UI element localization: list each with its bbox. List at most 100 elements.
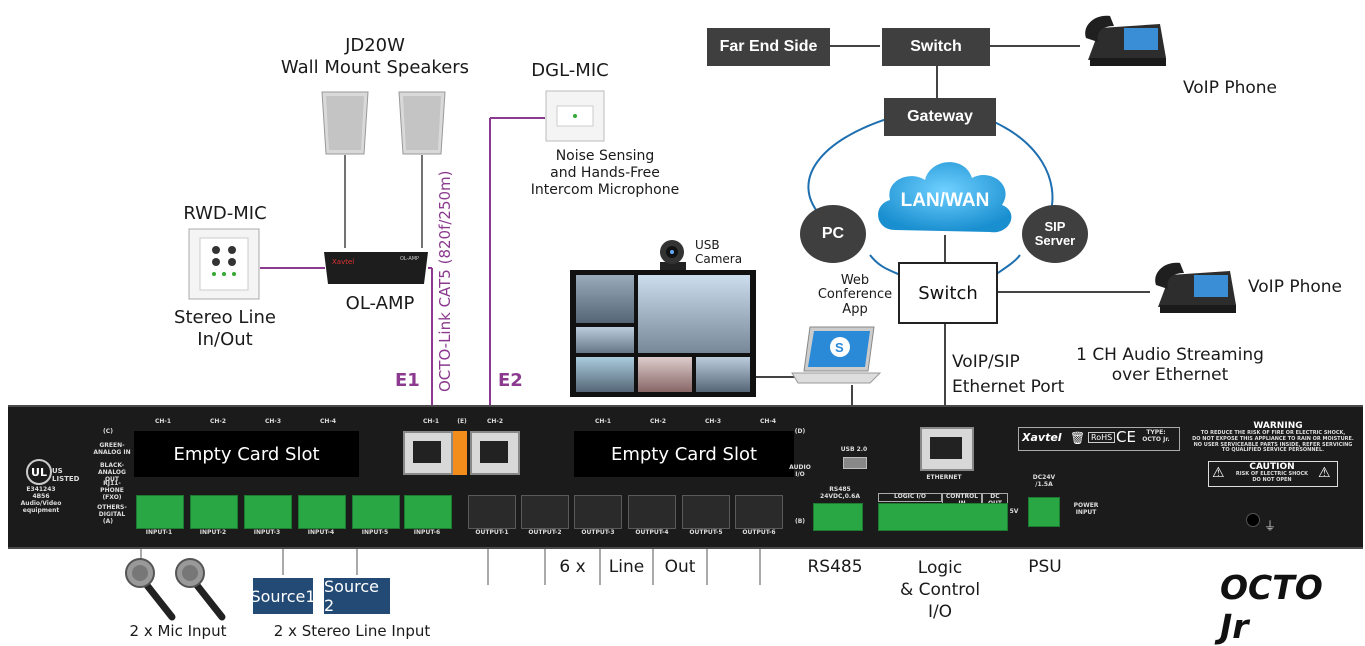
rs485-top-label: RS485 24VDC,0.6A bbox=[820, 486, 860, 500]
pc-label: PC bbox=[821, 225, 845, 242]
ch-right-2: CH-2 bbox=[649, 418, 667, 425]
logic-io-label: LOGIC I/O bbox=[878, 493, 942, 502]
ground-icon: ⏚ bbox=[1264, 519, 1277, 533]
ol-amp-icon: Xavtel OL-AMP bbox=[324, 252, 428, 284]
brand-label: Xavtel bbox=[1022, 431, 1062, 444]
switch-mid-box: Switch bbox=[898, 262, 998, 324]
v5-label: 5V bbox=[1009, 508, 1019, 515]
video-conference-screen bbox=[570, 270, 756, 397]
lan-wan-label: LAN/WAN bbox=[900, 190, 990, 211]
rwd-mic-icon bbox=[188, 228, 260, 300]
gateway-label: Gateway bbox=[907, 108, 973, 125]
ethernet-label: ETHERNET bbox=[926, 474, 962, 481]
warning-title: WARNING bbox=[1253, 421, 1303, 431]
product-name: OCTO Jr bbox=[1220, 568, 1323, 646]
output-terminal-5 bbox=[682, 495, 730, 529]
jd20w-label: JD20W Wall Mount Speakers bbox=[280, 35, 470, 78]
side-label-others: OTHERS- DIGITAL bbox=[97, 504, 127, 518]
output-terminal-2 bbox=[521, 495, 569, 529]
e-ch2-label: CH-2 bbox=[486, 418, 504, 425]
input-label-6: INPUT-6 bbox=[413, 529, 441, 536]
output-label-6: OUTPUT-6 bbox=[742, 529, 776, 536]
participant-tile bbox=[576, 275, 634, 323]
side-label-green: GREEN- ANALOG IN bbox=[93, 442, 131, 456]
empty-card-slot-left: Empty Card Slot bbox=[134, 431, 359, 477]
ce-label: CE bbox=[1116, 428, 1136, 446]
output-terminal-4 bbox=[628, 495, 676, 529]
empty-card-slot-left-label: Empty Card Slot bbox=[173, 443, 320, 465]
c-label: (C) bbox=[103, 428, 113, 435]
caution-label: CAUTION bbox=[1249, 462, 1295, 472]
type-label: TYPE: OCTO Jr. bbox=[1142, 429, 1170, 443]
octo-link-port-1 bbox=[403, 431, 453, 475]
output-terminal-6 bbox=[735, 495, 783, 529]
participant-tile bbox=[696, 357, 750, 392]
octo-link-divider bbox=[453, 431, 467, 475]
rwd-desc-label: Stereo Line In/Out bbox=[174, 307, 276, 350]
web-conf-label: Web Conference App bbox=[817, 273, 893, 317]
ul-sub-label: E341243 4B56 Audio/Video equipment bbox=[20, 486, 62, 514]
svg-text:Xavtel: Xavtel bbox=[332, 258, 354, 266]
power-input-label: POWER INPUT bbox=[1073, 502, 1099, 516]
dgl-mic-icon bbox=[545, 90, 605, 142]
sip-server-label: SIP Server bbox=[1034, 218, 1076, 248]
ethernet-port bbox=[920, 427, 974, 471]
logic-control-terminal bbox=[878, 503, 1008, 531]
input-label-4: INPUT-4 bbox=[307, 529, 335, 536]
svg-text:S: S bbox=[835, 340, 844, 355]
brand-box bbox=[1018, 427, 1180, 451]
svg-text:OL-AMP: OL-AMP bbox=[400, 256, 419, 262]
e2-label: E2 bbox=[498, 370, 523, 391]
dgl-mic-label: DGL-MIC bbox=[531, 60, 609, 81]
input-terminal-5 bbox=[352, 495, 400, 529]
input-terminal-1 bbox=[136, 495, 184, 529]
output-label-5: OUTPUT-5 bbox=[689, 529, 723, 536]
far-end-box: Far End Side bbox=[707, 28, 830, 66]
microphone-icon bbox=[125, 558, 176, 621]
gateway-box: Gateway bbox=[884, 98, 996, 136]
rs485-label: RS485 bbox=[807, 557, 863, 577]
output-label-4: OUTPUT-4 bbox=[635, 529, 669, 536]
input-label-2: INPUT-2 bbox=[199, 529, 227, 536]
ul-logo-icon: UL bbox=[26, 459, 52, 485]
switch-mid-label: Switch bbox=[918, 282, 978, 304]
output-label-2: OUTPUT-2 bbox=[528, 529, 562, 536]
dgl-desc-label: Noise Sensing and Hands-Free Intercom Mi… bbox=[530, 148, 680, 198]
participant-main-tile bbox=[638, 275, 750, 353]
caution-warning-icon: ⚠ bbox=[1212, 465, 1225, 481]
ch-right-4: CH-4 bbox=[759, 418, 777, 425]
side-label-rj11: RJ11- PHONE (FXO) bbox=[100, 480, 124, 501]
pc-circle: PC bbox=[800, 205, 866, 263]
empty-card-slot-right: Empty Card Slot bbox=[574, 431, 794, 477]
six-x-label: 6 x bbox=[559, 557, 586, 577]
voip-phone-mid-icon bbox=[1155, 262, 1236, 313]
ch-right-3: CH-3 bbox=[704, 418, 722, 425]
source2-label: Source 2 bbox=[324, 577, 379, 615]
a-label: (A) bbox=[102, 518, 114, 525]
caution-sub: RISK OF ELECTRIC SHOCK DO NOT OPEN bbox=[1235, 471, 1309, 483]
audio-streaming-label: 1 CH Audio Streaming over Ethernet bbox=[1076, 345, 1264, 386]
e-ch1-label: CH-1 bbox=[422, 418, 440, 425]
usb-port bbox=[843, 457, 867, 469]
usb-label: USB 2.0 bbox=[840, 446, 868, 453]
side-label-black: BLACK- ANALOG OUT bbox=[98, 462, 126, 483]
octo-link-label: OCTO-Link CAT5 (820f/250m) bbox=[436, 170, 454, 392]
input-terminal-4 bbox=[298, 495, 346, 529]
e-label: (E) bbox=[457, 418, 467, 425]
ch-left-1: CH-1 bbox=[154, 418, 172, 425]
microphone-icons bbox=[125, 558, 226, 621]
audio-io-label: AUDIO I/O bbox=[789, 464, 811, 478]
out-label: Out bbox=[664, 557, 696, 577]
ol-amp-label: OL-AMP bbox=[345, 293, 415, 314]
ch-left-2: CH-2 bbox=[209, 418, 227, 425]
d-label: (D) bbox=[794, 428, 806, 435]
rwd-mic-label: RWD-MIC bbox=[183, 203, 267, 224]
output-terminal-1 bbox=[468, 495, 516, 529]
source2-box: Source 2 bbox=[324, 577, 390, 615]
ul-listed-label: US LISTED bbox=[52, 467, 80, 484]
output-label-3: OUTPUT-3 bbox=[581, 529, 615, 536]
mic-input-label: 2 x Mic Input bbox=[129, 622, 227, 640]
participant-tile bbox=[576, 357, 634, 392]
warning-text: TO REDUCE THE RISK OF FIRE OR ELECTRIC S… bbox=[1192, 430, 1354, 454]
